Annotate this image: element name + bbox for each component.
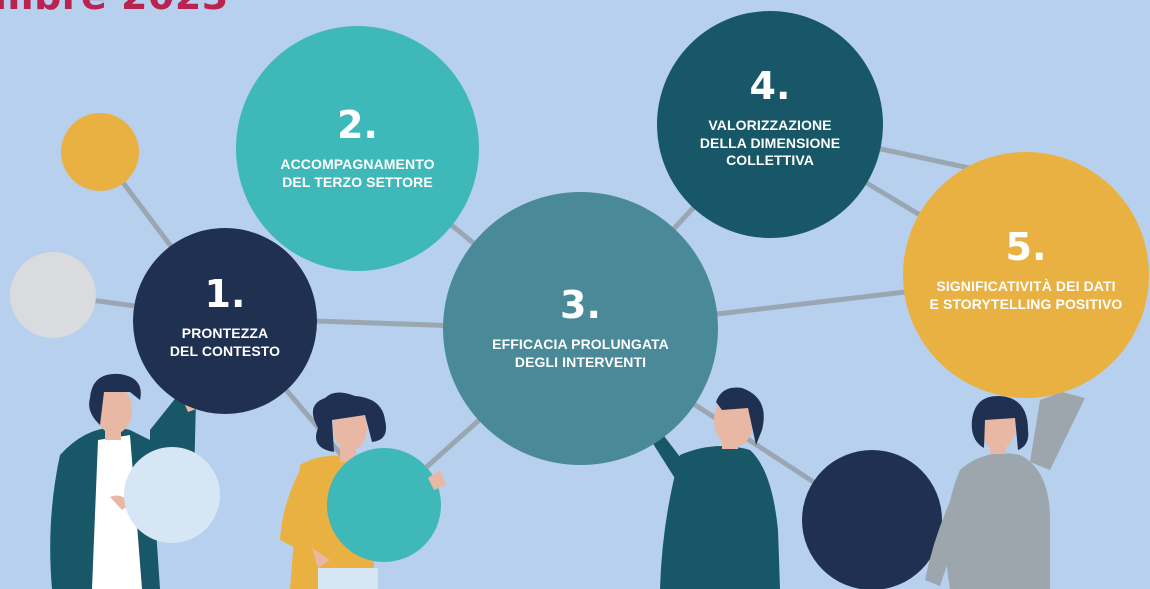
node-1-label: PRONTEZZA DEL CONTESTO [169, 325, 281, 359]
node-1-circle: 1. PRONTEZZA DEL CONTESTO [133, 228, 317, 414]
node-2-label: ACCOMPAGNAMENTO DEL TERZO SETTORE [280, 155, 435, 190]
node-5-label: SIGNIFICATIVITÀ DEI DATI E STORYTELLING … [929, 278, 1123, 312]
node-3-number: 3. [560, 282, 601, 327]
person-illustration [636, 387, 780, 589]
node-3-circle: 3. EFFICACIA PROLUNGATA DEGLI INTERVENTI [443, 192, 718, 465]
node-5-number: 5. [1005, 225, 1047, 270]
decorative-circle [327, 448, 441, 562]
node-4-number: 4. [749, 63, 791, 108]
decorative-circle [802, 450, 942, 589]
node-2-circle: 2. ACCOMPAGNAMENTO DEL TERZO SETTORE [236, 26, 479, 271]
hand-illustration [428, 470, 446, 490]
node-4-label: VALORIZZAZIONE DELLA DIMENSIONE COLLETTI… [699, 116, 841, 169]
node-5-circle: 5. SIGNIFICATIVITÀ DEI DATI E STORYTELLI… [903, 152, 1149, 398]
node-4-circle: 4. VALORIZZAZIONE DELLA DIMENSIONE COLLE… [657, 11, 883, 238]
decorative-circle [10, 252, 96, 338]
header-title-fragment: mbre 2023 [0, 0, 229, 18]
node-2-number: 2. [337, 102, 378, 147]
node-1-number: 1. [204, 272, 246, 317]
decorative-circle [124, 447, 220, 543]
node-3-label: EFFICACIA PROLUNGATA DEGLI INTERVENTI [492, 335, 669, 370]
decorative-circle [61, 113, 139, 191]
person-illustration [925, 392, 1085, 589]
